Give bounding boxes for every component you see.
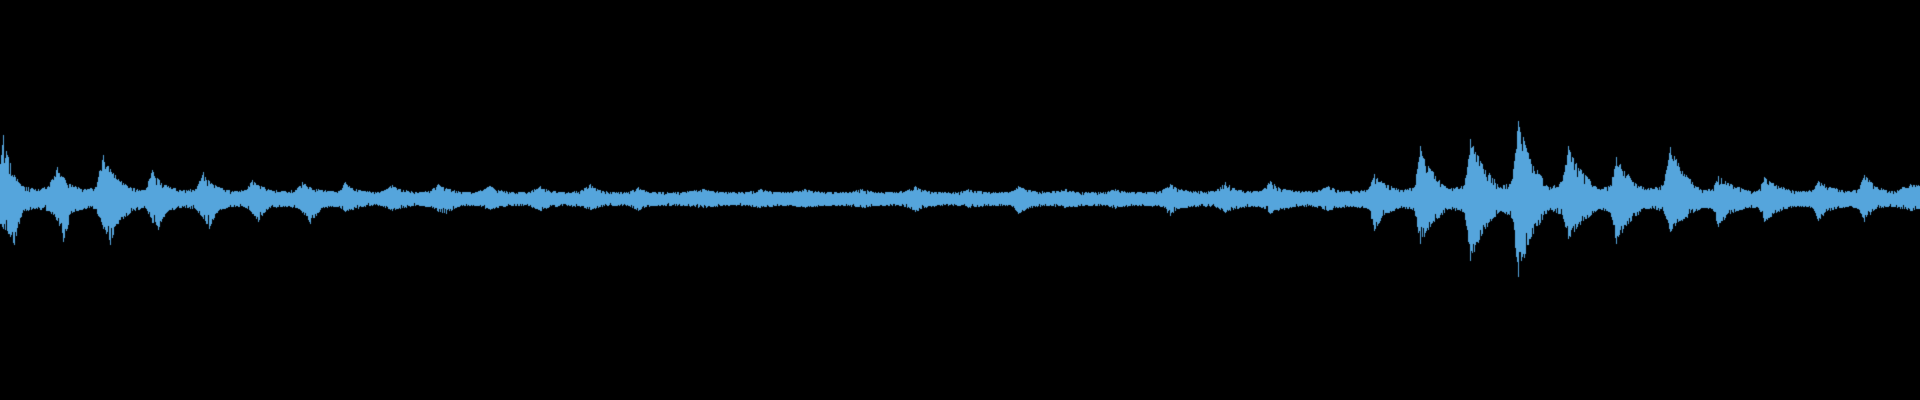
waveform-canvas bbox=[0, 0, 1920, 400]
audio-waveform-panel bbox=[0, 0, 1920, 400]
